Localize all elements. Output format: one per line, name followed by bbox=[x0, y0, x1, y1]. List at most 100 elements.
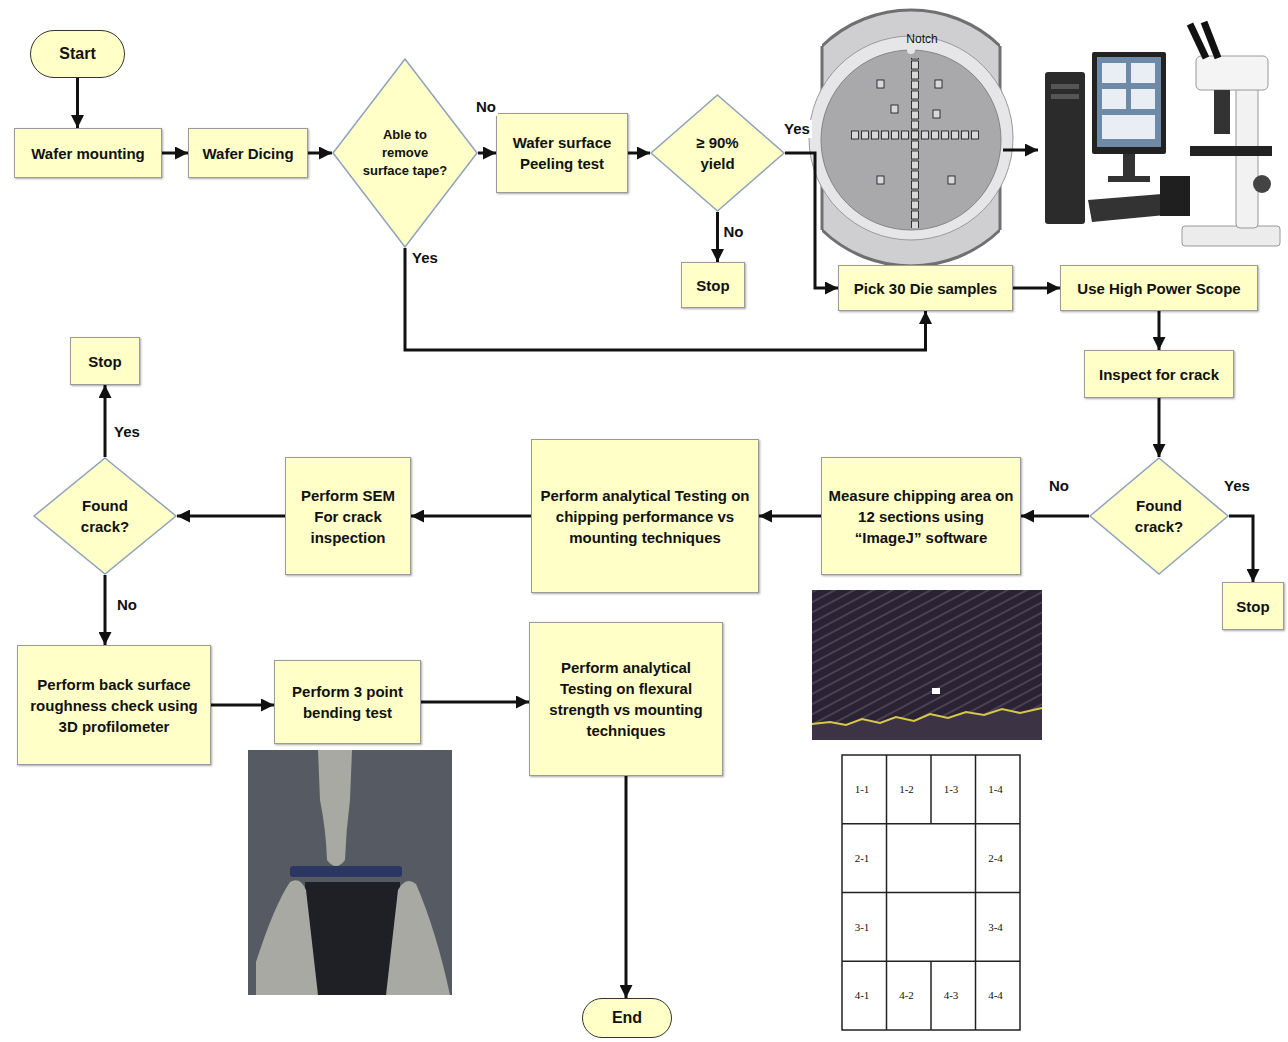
die bbox=[891, 105, 898, 113]
table-cell: 4-4 bbox=[988, 989, 1003, 1001]
table-rule bbox=[930, 755, 932, 824]
die bbox=[877, 176, 884, 184]
decision-diamond: Able to remove surface tape? bbox=[332, 58, 478, 248]
diamond-shape bbox=[34, 458, 176, 574]
flow-arrow bbox=[308, 152, 332, 155]
die bbox=[877, 80, 884, 88]
stop-box: Stop bbox=[681, 262, 745, 308]
wafer-frame-picture bbox=[783, 10, 1039, 266]
stop-box: Stop bbox=[70, 337, 140, 385]
process-box: Perform back surface roughness check usi… bbox=[17, 645, 211, 765]
chipping-micrograph bbox=[812, 590, 1042, 740]
edge-label: Yes bbox=[782, 120, 812, 138]
node-text: Wafer mounting bbox=[31, 143, 145, 164]
table-cell: 3-1 bbox=[855, 920, 870, 932]
node-text-group: Use High Power Scope bbox=[1071, 278, 1246, 299]
table-cell: 4-1 bbox=[855, 989, 870, 1001]
table-cell: 1-2 bbox=[899, 783, 914, 795]
dicing-tape bbox=[809, 36, 1013, 240]
monitor-base bbox=[1108, 176, 1150, 182]
edge-label: Yes bbox=[1222, 477, 1252, 495]
drive-bay bbox=[1051, 94, 1079, 99]
right-support bbox=[386, 881, 450, 995]
diamond-outline bbox=[650, 94, 785, 212]
die-column bbox=[910, 58, 920, 228]
monitor-stand bbox=[1123, 154, 1135, 176]
node-text: Perform analytical Testing on flexural s… bbox=[536, 657, 716, 741]
left-support bbox=[256, 880, 318, 995]
edge-label: No bbox=[115, 596, 139, 614]
stop-box: Stop bbox=[1222, 582, 1284, 630]
diamond-shape bbox=[333, 59, 477, 247]
decision-diamond: ≥ 90% yield bbox=[650, 94, 785, 212]
flow-arrow bbox=[1013, 287, 1060, 290]
flow-arrow bbox=[625, 776, 628, 998]
flow-arrow bbox=[177, 515, 285, 518]
flow-arrow bbox=[421, 701, 529, 704]
die bbox=[948, 176, 955, 184]
flow-arrow bbox=[104, 575, 107, 645]
node-text: Found crack? bbox=[63, 495, 147, 537]
die-edge-region bbox=[812, 708, 1042, 740]
edge-label: Yes bbox=[410, 249, 440, 267]
node-text-group: Perform back surface roughness check usi… bbox=[18, 674, 210, 737]
flow-arrow bbox=[1229, 516, 1253, 582]
node-text: Stop bbox=[696, 275, 729, 296]
node-text-group: Found crack? bbox=[63, 495, 147, 537]
process-box: Inspect for crack bbox=[1084, 350, 1234, 398]
node-text: ≥ 90% yield bbox=[679, 132, 757, 174]
microscope-base bbox=[1182, 226, 1280, 246]
table-rule bbox=[886, 755, 888, 1030]
flow-arrow bbox=[716, 212, 719, 262]
node-text: Stop bbox=[88, 351, 121, 372]
process-box: Perform analytical Testing on flexural s… bbox=[529, 622, 723, 776]
process-box: Perform 3 point bending test bbox=[274, 660, 421, 744]
flow-arrow bbox=[76, 78, 79, 128]
start-terminal: Start bbox=[30, 30, 125, 78]
table-rule bbox=[930, 961, 932, 1030]
process-box: Wafer mounting bbox=[14, 128, 162, 178]
node-text-group: End bbox=[606, 1007, 648, 1029]
flow-arrow bbox=[162, 152, 188, 155]
node-text-group: Start bbox=[53, 43, 101, 65]
table-rule bbox=[842, 892, 1020, 894]
process-box: Measure chipping area on 12 sections usi… bbox=[821, 457, 1021, 575]
controller-box bbox=[1160, 176, 1190, 216]
table-cell: 2-1 bbox=[855, 852, 870, 864]
edge-label: No bbox=[474, 98, 498, 116]
die bbox=[933, 110, 940, 118]
node-text: Perform back surface roughness check usi… bbox=[24, 674, 204, 737]
connector-group bbox=[78, 78, 1254, 998]
flow-arrow bbox=[1158, 311, 1161, 350]
microscope-stage bbox=[1190, 146, 1272, 156]
process-box: Use High Power Scope bbox=[1060, 265, 1258, 311]
micrograph-scratches bbox=[812, 590, 1042, 740]
particle bbox=[932, 688, 940, 694]
process-box: Perform SEM For crack inspection bbox=[285, 457, 411, 575]
screen-window bbox=[1102, 89, 1126, 109]
node-text-group: Able to remove surface tape? bbox=[363, 126, 448, 181]
microscope-head bbox=[1196, 56, 1268, 90]
section-table bbox=[842, 755, 1020, 1030]
node-text: Measure chipping area on 12 sections usi… bbox=[828, 485, 1014, 548]
die-specimen bbox=[290, 866, 402, 877]
screen-window bbox=[1131, 89, 1155, 109]
node-text-group: Perform 3 point bending test bbox=[275, 681, 420, 723]
flow-arrow bbox=[759, 515, 821, 518]
node-text: Use High Power Scope bbox=[1077, 278, 1240, 299]
edge-label: No bbox=[1047, 477, 1071, 495]
flow-arrow bbox=[211, 704, 274, 707]
table-cell: 3-4 bbox=[988, 920, 1003, 932]
photo-ground bbox=[248, 750, 452, 995]
process-box: Wafer Dicing bbox=[188, 128, 308, 178]
node-text-group: Stop bbox=[1230, 596, 1275, 617]
die-row bbox=[850, 130, 980, 140]
edge-label: Yes bbox=[112, 423, 142, 441]
objective bbox=[1214, 90, 1230, 134]
eyepiece bbox=[1204, 22, 1218, 58]
node-text: Wafer surface Peeling test bbox=[503, 132, 621, 174]
node-text-group: Measure chipping area on 12 sections usi… bbox=[822, 485, 1020, 548]
flow-arrow bbox=[478, 152, 496, 155]
wafer-notch bbox=[907, 46, 915, 54]
